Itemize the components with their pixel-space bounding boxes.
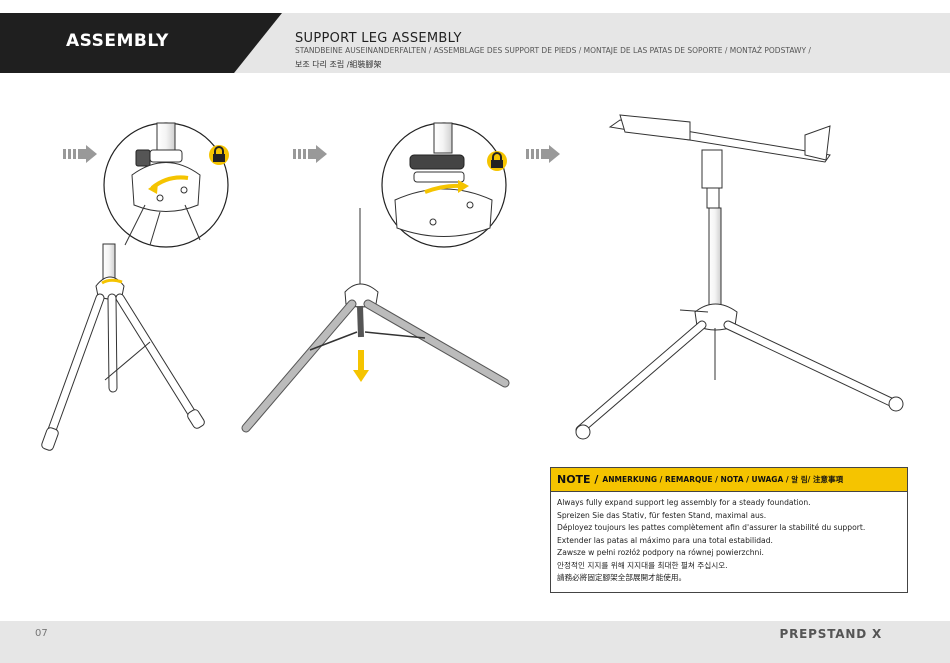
step-translations-asian: 보조 다리 조립 /組裝腳架 xyxy=(295,60,382,69)
note-translations: ANMERKUNG / REMARQUE / NOTA / UWAGA / 알 … xyxy=(602,475,843,484)
collar-detail-locked xyxy=(103,122,229,248)
expanded-stand xyxy=(575,114,904,440)
folded-stand xyxy=(41,243,205,451)
section-tab xyxy=(0,13,282,73)
note-line: Always fully expand support leg assembly… xyxy=(557,498,811,507)
step-translations: STANDBEINE AUSEINANDERFALTEN / ASSEMBLAG… xyxy=(295,46,811,55)
arrow-right-icon xyxy=(526,145,560,163)
section-title: ASSEMBLY xyxy=(66,31,169,51)
note-box: NOTE / ANMERKUNG / REMARQUE / NOTA / UWA… xyxy=(550,467,908,593)
arrow-right-icon xyxy=(63,145,97,163)
note-header: NOTE / ANMERKUNG / REMARQUE / NOTA / UWA… xyxy=(551,468,907,492)
note-line: Extender las patas al máximo para una to… xyxy=(557,535,773,545)
step-title: SUPPORT LEG ASSEMBLY xyxy=(295,31,462,46)
arrow-right-icon xyxy=(293,145,327,163)
note-title: NOTE / xyxy=(557,473,599,486)
footer-band xyxy=(0,621,950,663)
note-line: Zawsze w pełni rozłóż podpory na równej … xyxy=(557,548,764,557)
note-body: Always fully expand support leg assembly… xyxy=(551,492,907,585)
collar-detail-unlocked xyxy=(381,122,507,248)
down-arrow-icon xyxy=(353,350,369,382)
page-number: 07 xyxy=(35,628,48,639)
note-line: Déployez toujours les pattes complètemen… xyxy=(557,523,866,532)
lock-icon xyxy=(487,151,507,171)
note-line: 請務必將固定腳架全部展開才能使用。 xyxy=(557,573,687,582)
assembly-illustration xyxy=(41,114,904,451)
lock-icon xyxy=(209,145,229,165)
product-name: PREPSTAND X xyxy=(779,627,882,641)
unfolding-stand xyxy=(241,208,510,433)
note-line: Spreizen Sie das Stativ, für festen Stan… xyxy=(557,510,767,520)
note-line: 안정적인 지지를 위해 지지대를 최대한 펼쳐 주십시오. xyxy=(557,560,728,570)
